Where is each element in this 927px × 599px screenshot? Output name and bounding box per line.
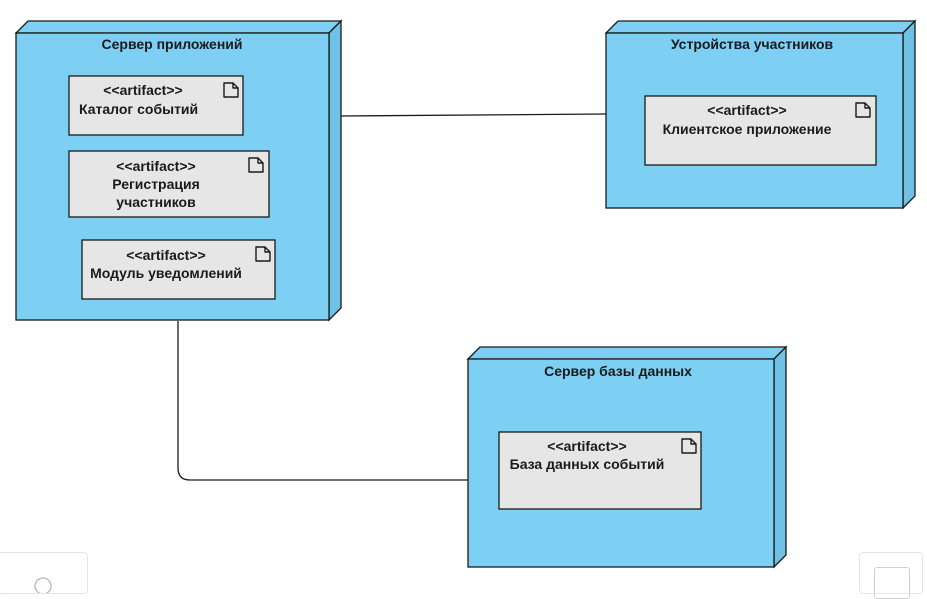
- connectors: [177, 113, 607, 481]
- node-top-face: [604, 20, 917, 34]
- node-db-server[interactable]: Сервер базы данных <<artifact>> База дан…: [466, 345, 788, 569]
- node-title: Устройства участников: [671, 36, 834, 52]
- node-side-face: [773, 345, 787, 569]
- artifact-catalog[interactable]: <<artifact>> Каталог событий: [68, 75, 244, 136]
- document-icon: [681, 438, 697, 454]
- minimap-frame: [874, 567, 910, 599]
- artifact-registration[interactable]: <<artifact>> Регистрация участников: [68, 150, 270, 218]
- artifact-name-line1: Регистрация: [112, 176, 200, 192]
- artifact-notifications[interactable]: <<artifact>> Модуль уведомлений: [81, 239, 276, 300]
- minimap-control[interactable]: [859, 552, 923, 599]
- zoom-control[interactable]: [0, 552, 88, 594]
- node-side-face: [328, 19, 342, 322]
- artifact-stereotype: <<artifact>>: [126, 247, 205, 263]
- node-app-server[interactable]: Сервер приложений <<artifact>> Каталог с…: [14, 19, 343, 322]
- node-side-face: [902, 19, 916, 210]
- artifact-client-app[interactable]: <<artifact>> Клиентское приложение: [644, 95, 877, 166]
- artifact-box: [68, 75, 244, 136]
- artifact-database[interactable]: <<artifact>> База данных событий: [498, 431, 702, 510]
- artifact-name-line2: участников: [116, 194, 196, 210]
- artifact-name: Каталог событий: [79, 101, 198, 117]
- node-title: Сервер базы данных: [544, 363, 692, 379]
- artifact-name: Модуль уведомлений: [90, 265, 242, 281]
- artifact-stereotype: <<artifact>>: [547, 438, 626, 454]
- document-icon: [855, 102, 871, 118]
- artifact-box: [68, 150, 270, 218]
- node-top-face: [14, 20, 343, 34]
- artifact-name: Клиентское приложение: [663, 121, 832, 137]
- connector-app-server-to-db-server[interactable]: [177, 321, 468, 481]
- node-title: Сервер приложений: [102, 36, 243, 52]
- artifact-box: [81, 239, 276, 300]
- artifact-box: [498, 431, 702, 510]
- node-top-face: [466, 346, 788, 360]
- connector-app-server-to-devices[interactable]: [339, 113, 607, 117]
- document-icon: [248, 157, 264, 173]
- artifact-name: База данных событий: [510, 456, 665, 472]
- artifact-stereotype: <<artifact>>: [707, 102, 786, 118]
- artifact-stereotype: <<artifact>>: [116, 158, 195, 174]
- deployment-diagram: Сервер приложений <<artifact>> Каталог с…: [14, 19, 917, 569]
- document-icon: [223, 82, 239, 98]
- node-devices[interactable]: Устройства участников <<artifact>> Клиен…: [604, 19, 917, 210]
- artifact-box: [644, 95, 877, 166]
- zoom-icon: [34, 577, 52, 593]
- document-icon: [255, 246, 271, 262]
- artifact-stereotype: <<artifact>>: [103, 82, 182, 98]
